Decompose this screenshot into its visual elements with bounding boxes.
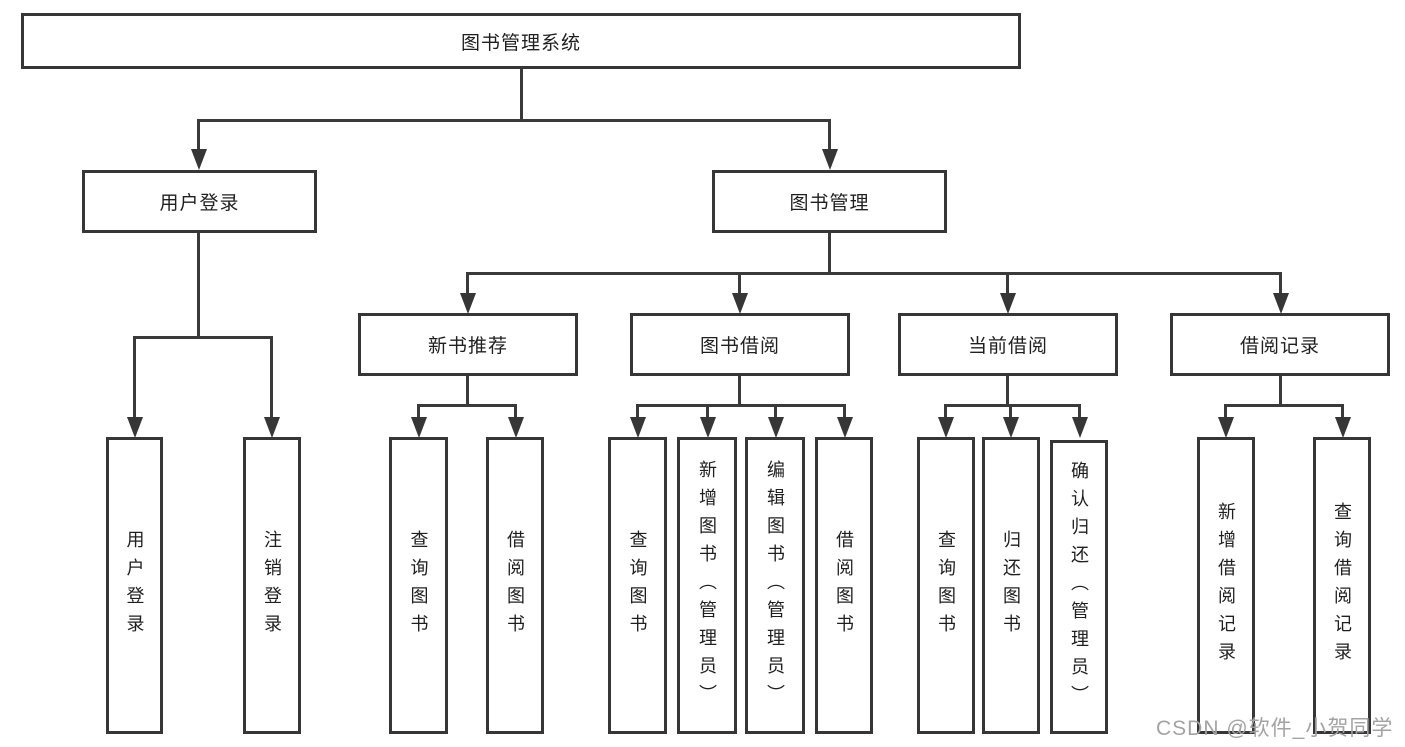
arrow-to-bb-add (700, 417, 716, 438)
arrow-to-current-borrow (1000, 293, 1016, 314)
leaf-user-login-label: 用户登录 (124, 529, 145, 642)
leaf-br-query-record: 查询借阅记录 (1313, 437, 1371, 734)
connector-br-branch (1224, 404, 1344, 407)
connector-bb-down (738, 376, 741, 407)
leaf-br-query-record-label: 查询借阅记录 (1332, 501, 1352, 670)
connector-stem-book-management (828, 119, 831, 154)
connector-stem-cb-return (1009, 404, 1012, 418)
node-user-login: 用户登录 (82, 170, 317, 233)
arrow-to-bb-query (630, 417, 646, 438)
node-root: 图书管理系统 (21, 13, 1021, 69)
leaf-bb-query-books-label: 查询图书 (627, 529, 648, 642)
leaf-bb-edit-books-admin-label: 编辑图书（管理员） (765, 459, 785, 712)
connector-stem-bb-query (636, 404, 639, 418)
leaf-br-add-record: 新增借阅记录 (1197, 437, 1255, 734)
arrow-to-nbr-query (411, 417, 427, 438)
arrow-to-cb-return (1003, 417, 1019, 438)
connector-br-down (1279, 376, 1282, 407)
connector-stem-bb-borrow (843, 404, 846, 418)
arrow-to-book-borrow (732, 293, 748, 314)
connector-user-login-down (197, 233, 200, 336)
connector-stem-cb-query (944, 404, 947, 418)
node-new-book-recommend-label: 新书推荐 (427, 336, 508, 357)
connector-book-management-down (828, 233, 831, 275)
arrow-to-nbr-borrow (508, 417, 524, 438)
arrow-to-br-query (1335, 417, 1351, 438)
node-current-borrow-label: 当前借阅 (967, 336, 1048, 357)
connector-cb-branch (944, 404, 1081, 407)
csdn-watermark: CSDN @软件_小贺同学 (1156, 717, 1394, 740)
node-book-management-label: 图书管理 (789, 193, 870, 214)
connector-stem-nbr-borrow (514, 404, 517, 418)
connector-stem-new-book-recommend (466, 272, 469, 294)
leaf-bb-add-books-admin: 新增图书（管理员） (677, 437, 737, 734)
arrow-to-br-add (1218, 417, 1234, 438)
node-borrow-records-label: 借阅记录 (1239, 336, 1320, 357)
leaf-nbr-query-books: 查询图书 (389, 437, 448, 734)
connector-stem-book-borrow (738, 272, 741, 294)
connector-stem-leaf-user-login (133, 336, 136, 418)
leaf-nbr-query-books-label: 查询图书 (408, 529, 429, 642)
connector-stem-bb-edit (774, 404, 777, 418)
connector-stem-nbr-query (417, 404, 420, 418)
arrow-to-bb-borrow (837, 417, 853, 438)
arrow-to-leaf-user-login (127, 417, 143, 438)
leaf-user-login: 用户登录 (106, 437, 163, 734)
leaf-logout: 注销登录 (243, 437, 301, 734)
leaf-bb-edit-books-admin: 编辑图书（管理员） (745, 437, 805, 734)
connector-stem-br-add (1224, 404, 1227, 418)
node-book-management: 图书管理 (712, 170, 947, 233)
leaf-cb-return-books: 归还图书 (982, 437, 1040, 734)
node-user-login-label: 用户登录 (159, 193, 240, 214)
connector-stem-user-login (197, 119, 200, 154)
node-borrow-records: 借阅记录 (1170, 313, 1390, 376)
node-book-borrow: 图书借阅 (630, 313, 850, 376)
connector-stem-current-borrow (1006, 272, 1009, 294)
arrow-to-borrow-records (1273, 293, 1289, 314)
node-new-book-recommend: 新书推荐 (358, 313, 578, 376)
leaf-cb-confirm-return-admin-label: 确认归还（管理员） (1069, 461, 1089, 713)
arrow-to-new-book-recommend (460, 293, 476, 314)
leaf-bb-borrow-books: 借阅图书 (815, 437, 873, 734)
connector-user-login-branch (133, 336, 273, 339)
node-root-label: 图书管理系统 (460, 32, 581, 54)
leaf-bb-borrow-books-label: 借阅图书 (834, 529, 854, 642)
arrow-to-book-management (822, 149, 838, 170)
connector-stem-borrow-records (1279, 272, 1282, 294)
leaf-cb-query-books-label: 查询图书 (936, 529, 956, 642)
arrow-to-user-login (191, 149, 207, 170)
leaf-br-add-record-label: 新增借阅记录 (1216, 501, 1236, 670)
connector-book-management-branch (466, 272, 1282, 275)
connector-nbr-down (466, 376, 469, 407)
node-current-borrow: 当前借阅 (898, 313, 1118, 376)
arrow-to-cb-query (938, 417, 954, 438)
leaf-nbr-borrow-books-label: 借阅图书 (505, 529, 525, 642)
leaf-cb-query-books: 查询图书 (917, 437, 975, 734)
leaf-cb-return-books-label: 归还图书 (1001, 529, 1021, 642)
leaf-bb-query-books: 查询图书 (608, 437, 667, 734)
leaf-nbr-borrow-books: 借阅图书 (486, 437, 544, 734)
connector-nbr-branch (417, 404, 517, 407)
leaf-logout-label: 注销登录 (262, 529, 282, 642)
leaf-cb-confirm-return-admin: 确认归还（管理员） (1050, 440, 1108, 734)
arrow-to-bb-edit (768, 417, 784, 438)
connector-root-branch (197, 119, 831, 122)
connector-stem-leaf-logout (270, 336, 273, 418)
connector-cb-down (1006, 376, 1009, 407)
connector-stem-br-query (1341, 404, 1344, 418)
node-book-borrow-label: 图书借阅 (699, 336, 780, 357)
arrow-to-cb-confirm (1072, 417, 1088, 438)
arrow-to-leaf-logout (264, 417, 280, 438)
connector-stem-cb-confirm (1078, 404, 1081, 418)
connector-stem-bb-add (706, 404, 709, 418)
connector-bb-branch (636, 404, 846, 407)
leaf-bb-add-books-admin-label: 新增图书（管理员） (697, 459, 717, 712)
connector-root-down (520, 69, 523, 119)
